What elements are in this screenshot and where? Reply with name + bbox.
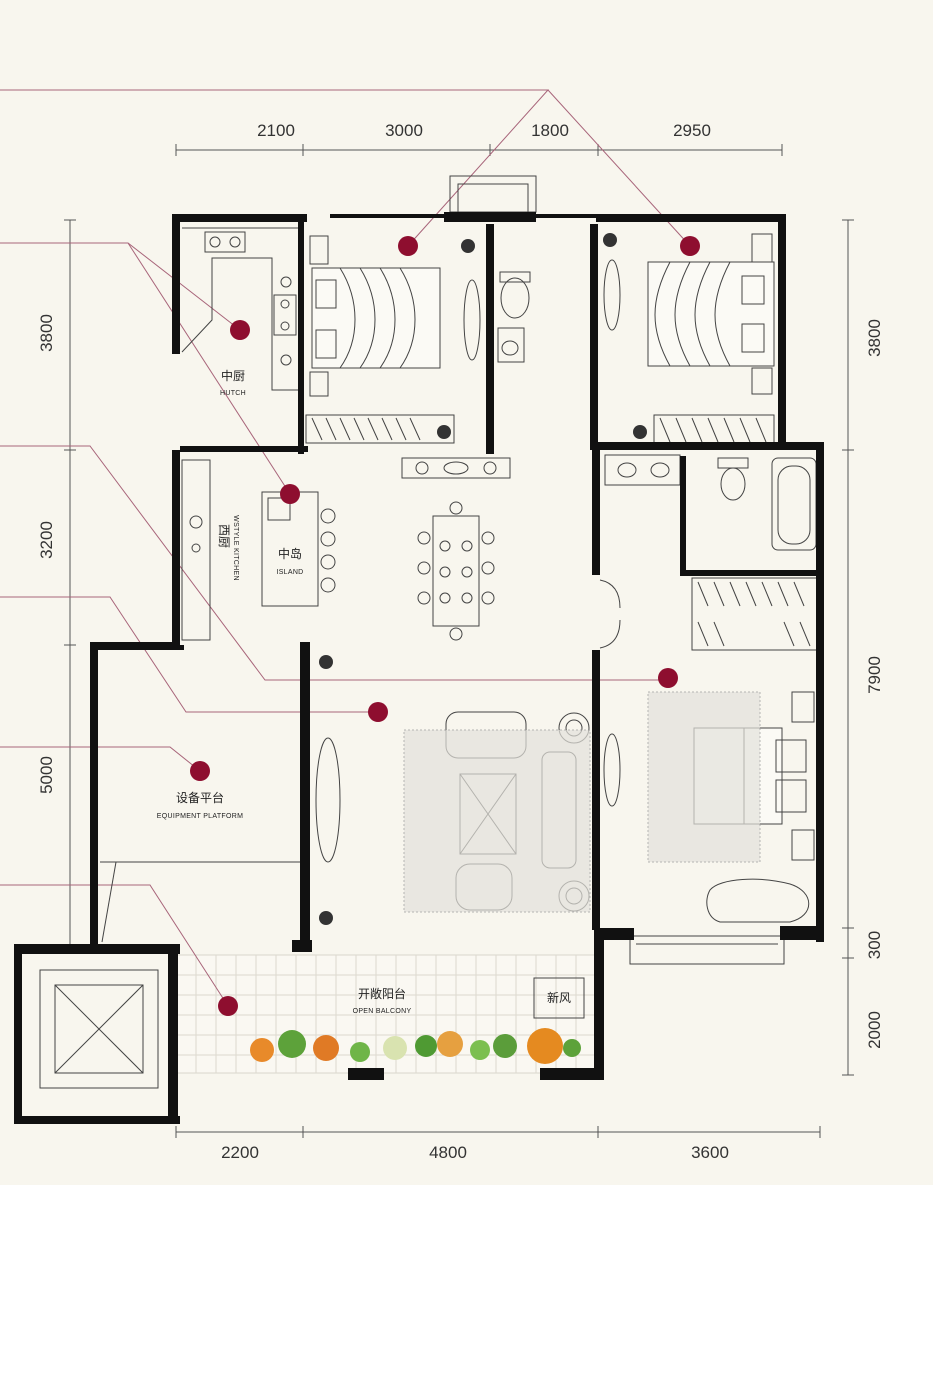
dim-top-2: 3000 [385, 121, 423, 140]
dim-left-3: 5000 [37, 756, 56, 794]
dim-bottom-1: 2200 [221, 1143, 259, 1162]
dim-bottom-3: 3600 [691, 1143, 729, 1162]
balcony-floor-tiles [175, 954, 601, 1074]
dim-top-4: 2950 [673, 121, 711, 140]
living-room-rug [403, 729, 591, 913]
dim-right-1: 3800 [865, 319, 884, 357]
hutch-label-cn: 中厨 [221, 368, 245, 383]
balcony-plants [250, 1028, 581, 1064]
dim-left-1: 3800 [37, 314, 56, 352]
walls [14, 212, 824, 1124]
room-markers [190, 236, 700, 1016]
dim-right-3: 300 [865, 931, 884, 959]
island-label-en: ISLAND [276, 569, 303, 576]
dim-right-4: 2000 [865, 1011, 884, 1049]
dimension-lines [64, 144, 854, 1138]
dim-left-2: 3200 [37, 521, 56, 559]
open-balcony-label-cn: 开敞阳台 [358, 986, 406, 1001]
potted-plants [319, 233, 647, 925]
master-bedroom-rug [647, 691, 761, 863]
fresh-air-label: 新风 [547, 990, 571, 1005]
island-label-cn: 中岛 [278, 546, 302, 561]
dim-bottom-2: 4800 [429, 1143, 467, 1162]
western-kitchen-label-cn: 西厨 [217, 524, 231, 548]
open-balcony-label-en: OPEN BALCONY [353, 1008, 412, 1015]
dim-top-3: 1800 [531, 121, 569, 140]
dim-top-1: 2100 [257, 121, 295, 140]
western-kitchen-label-en: WSTYLE KITCHEN [232, 515, 239, 581]
hutch-label-en: HUTCH [220, 390, 246, 397]
equipment-platform-label-cn: 设备平台 [176, 790, 224, 805]
equipment-platform-label-en: EQUIPMENT PLATFORM [157, 813, 243, 820]
dim-right-2: 7900 [865, 656, 884, 694]
